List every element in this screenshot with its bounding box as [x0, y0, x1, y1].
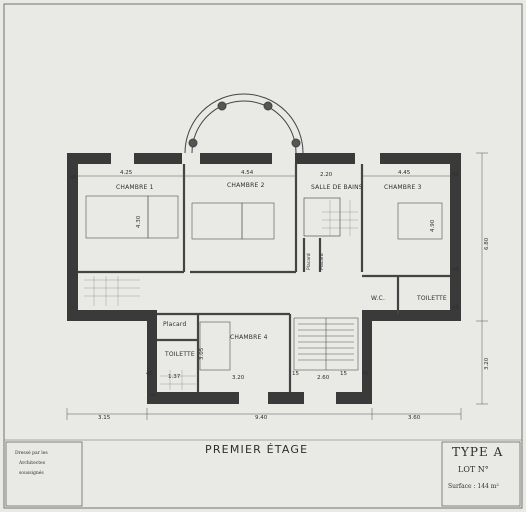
wall-lower-right [362, 310, 372, 404]
dim-ch2-width: 4.54 [241, 170, 254, 176]
room-label-chambre-1: CHAMBRE 1 [116, 184, 154, 191]
dim-ch3-width: 4.45 [398, 170, 411, 176]
room-label-chambre-3: CHAMBRE 3 [384, 184, 422, 191]
dim-stair-width: 2.60 [317, 375, 330, 381]
dim-right-edge: 45 [452, 172, 459, 178]
room-label-placard-v2: Placard [320, 253, 325, 270]
cartouche-line-1: Dressé par les [15, 451, 48, 456]
room-label-chambre-4: CHAMBRE 4 [230, 334, 268, 341]
dim-ch4-width: 3.20 [232, 375, 245, 381]
wall-top-5 [380, 153, 450, 164]
dim-bottom-mid-3: 45 [362, 371, 369, 377]
type-block-box [441, 441, 521, 507]
dim-ch4-depth: 3.05 [199, 347, 205, 360]
dim-right-edge-2: 45 [452, 267, 459, 273]
dim-bottom-left: 45 [150, 393, 157, 399]
furniture [85, 195, 443, 371]
room-label-placard-v1: Placard [307, 253, 312, 270]
type-label: TYPE A [452, 445, 504, 459]
room-label-wc: W.C. [371, 295, 386, 302]
dim-right-upper: 6.80 [484, 237, 490, 250]
wall-top-2 [134, 153, 182, 164]
surface-label: Surface : 144 m² [448, 483, 499, 490]
sheet-border [3, 3, 523, 509]
dim-ch1-depth: 4.30 [136, 215, 142, 228]
interior-partitions [78, 164, 450, 392]
wall-upper-bottom-right [366, 310, 461, 321]
dim-ch1-width: 4.25 [120, 170, 133, 176]
wall-bottom-1 [147, 392, 239, 404]
dim-toilette-width: 1.37 [168, 374, 181, 380]
dim-overall-right: 3.60 [408, 415, 421, 421]
dim-ch3-depth: 4.90 [430, 219, 436, 232]
wall-upper-bottom-left [67, 310, 147, 321]
tile-hatching [84, 200, 358, 390]
dim-right-edge-3: 45 [452, 305, 459, 311]
wall-bottom-3 [336, 392, 372, 404]
wall-right [450, 153, 461, 321]
room-label-toilette-west: TOILETTE [165, 351, 195, 358]
room-label-placard: Placard [163, 321, 187, 328]
cartouche-line-2: Architectes [19, 461, 46, 466]
dimension-lines [66, 152, 488, 420]
cartouche-line-3: soussignés [19, 471, 44, 476]
room-label-toilette-east: TOILETTE [417, 295, 447, 302]
dim-right-lower: 3.20 [484, 357, 490, 370]
dim-bottom-mid-2: 15 [340, 371, 347, 377]
dim-overall-left: 3.15 [98, 415, 111, 421]
walls [67, 153, 461, 404]
plan-title: PREMIER ÉTAGE [205, 443, 309, 456]
dim-sdb-width: 2.20 [320, 172, 333, 178]
wall-top-1 [67, 153, 111, 164]
wall-top-3 [200, 153, 272, 164]
dim-bottom-mid-4: 45 [146, 371, 153, 377]
cartouche-box [5, 441, 83, 507]
wall-bottom-2 [268, 392, 304, 404]
room-label-chambre-2: CHAMBRE 2 [227, 182, 265, 189]
dim-overall-mid: 9.40 [255, 415, 268, 421]
bay-window [184, 93, 304, 154]
wall-lower-left [147, 310, 157, 404]
wall-top-4 [295, 153, 355, 164]
staircase [293, 317, 359, 371]
dim-left-edge: 45 [70, 175, 77, 181]
room-label-salle-de-bains: SALLE DE BAINS [311, 184, 363, 191]
lot-label: LOT N° [458, 465, 489, 474]
dim-bottom-mid-1: 15 [292, 371, 299, 377]
wall-left [67, 153, 78, 321]
